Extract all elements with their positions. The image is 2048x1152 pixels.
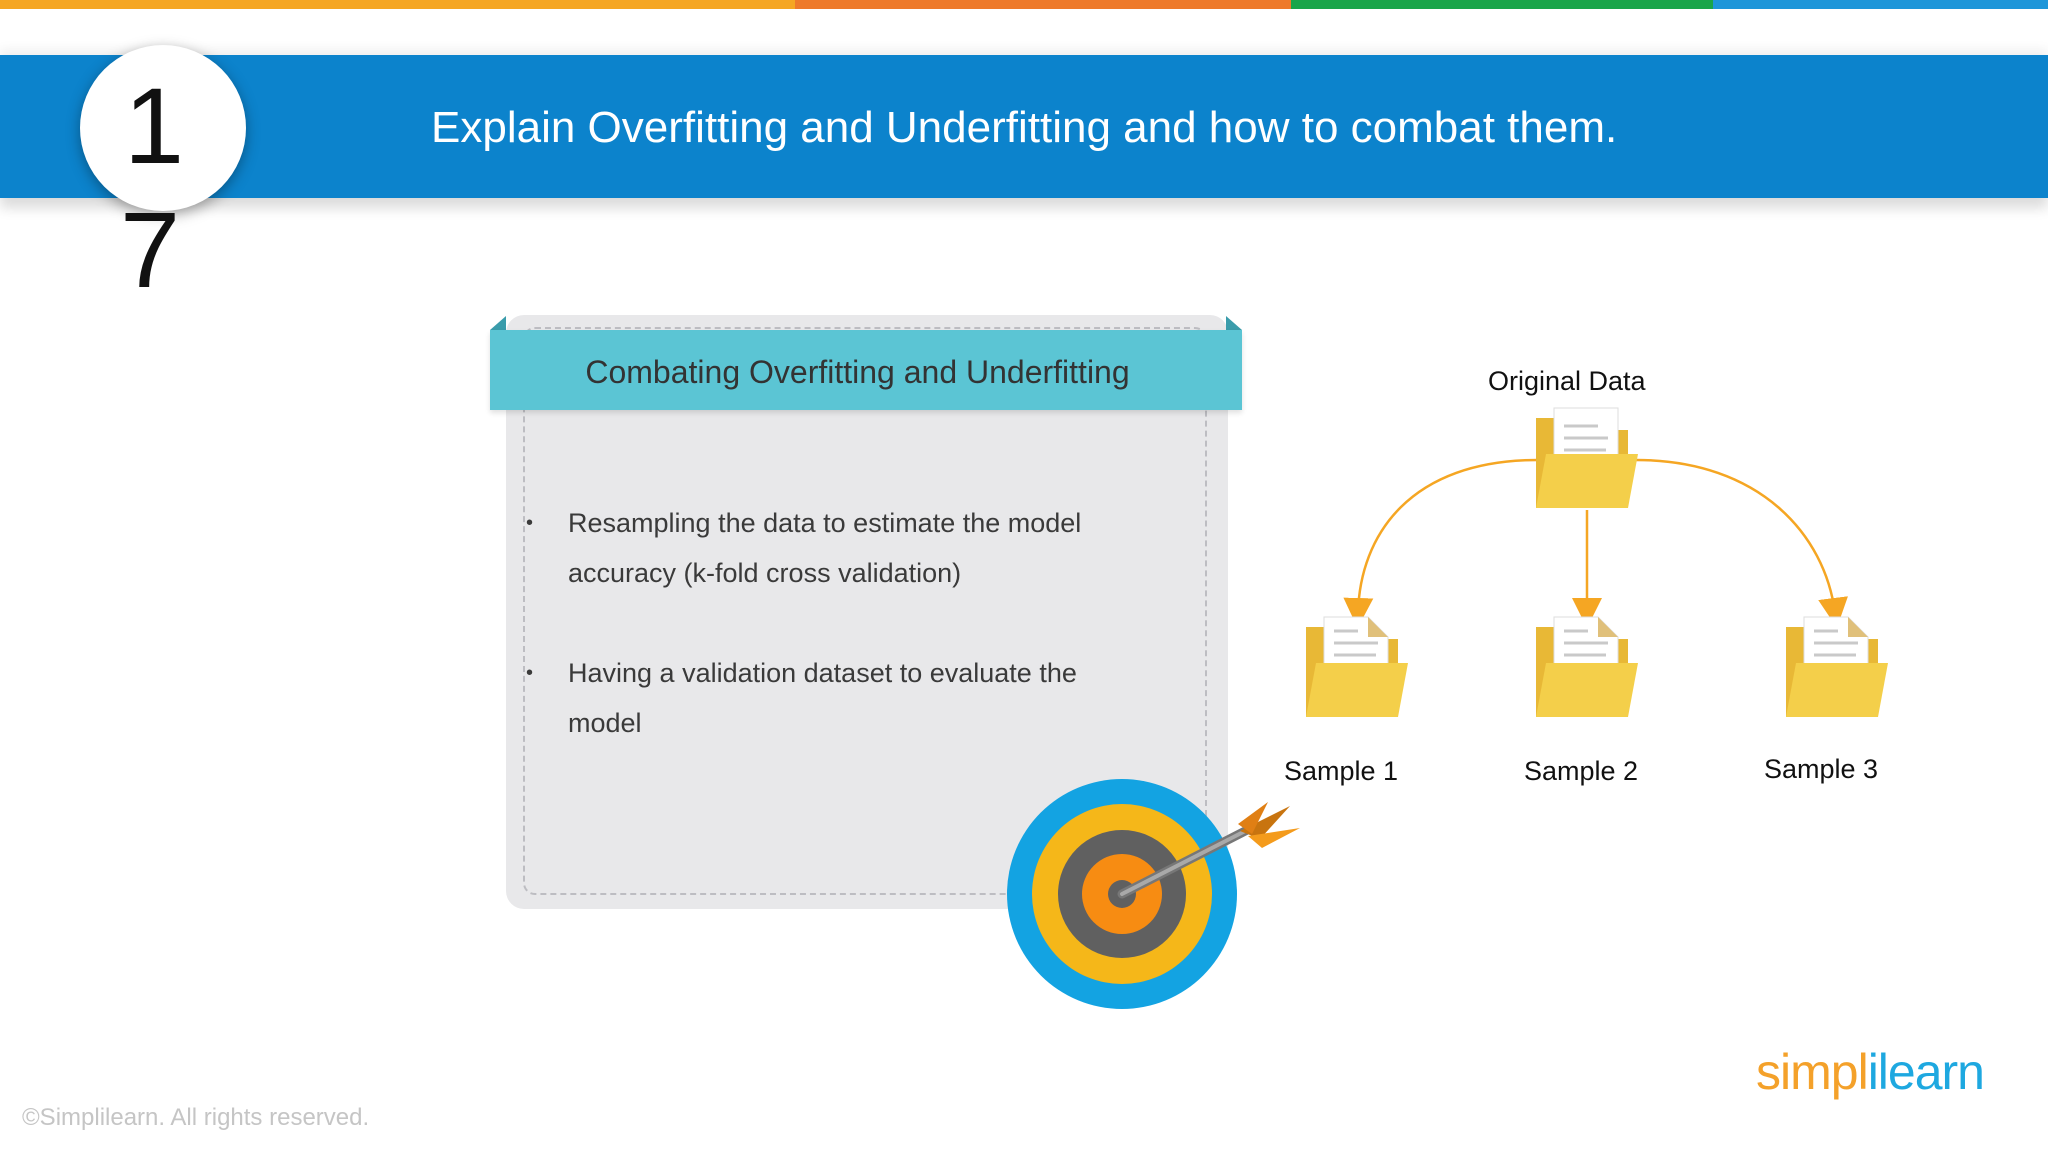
simplilearn-logo: simplilearn <box>1756 1042 1985 1102</box>
bullet-marker: • <box>526 662 534 684</box>
folder-original-icon <box>1534 406 1640 510</box>
bullet-text: Resampling the data to estimate the mode… <box>568 508 1082 588</box>
bullet-text: Having a validation dataset to evaluate … <box>568 658 1077 738</box>
logo-part-2: ilearn <box>1867 1044 1985 1100</box>
bullet-marker: • <box>526 512 534 534</box>
slide-number-circle <box>80 45 246 211</box>
sample-3-label: Sample 3 <box>1764 754 1879 784</box>
sample-2-label: Sample 2 <box>1524 756 1639 786</box>
folder-sample-3-icon <box>1784 615 1890 719</box>
copyright-text: ©Simplilearn. All rights reserved. <box>22 1104 370 1131</box>
card-header <box>490 330 1242 410</box>
resampling-diagram <box>1304 406 1890 719</box>
slide-number-digit-2: 7 <box>120 189 181 310</box>
stripe-green <box>1291 0 1713 9</box>
original-data-label: Original Data <box>1488 366 1646 396</box>
card-title: Combating Overfitting and Underfitting <box>585 354 1130 390</box>
list-item: • Resampling the data to estimate the mo… <box>522 498 1142 598</box>
folder-sample-2-icon <box>1534 615 1640 719</box>
content-card-dashed-border <box>523 327 1207 895</box>
stripe-blue <box>1713 0 2048 9</box>
bullet-list: • Resampling the data to estimate the mo… <box>522 498 1142 798</box>
sample-1-label: Sample 1 <box>1284 756 1399 786</box>
target-arrow-icon <box>1007 779 1300 1009</box>
top-color-stripe <box>0 0 2048 9</box>
header-band <box>0 55 2048 198</box>
logo-part-1: simpl <box>1756 1044 1869 1100</box>
folder-sample-1-icon <box>1304 615 1410 719</box>
slide-number-digit-1: 1 <box>124 65 185 186</box>
list-item: • Having a validation dataset to evaluat… <box>522 648 1142 748</box>
stripe-orange <box>0 0 795 9</box>
slide-title: Explain Overfitting and Underfitting and… <box>431 103 1618 152</box>
stripe-orange-dark <box>795 0 1291 9</box>
